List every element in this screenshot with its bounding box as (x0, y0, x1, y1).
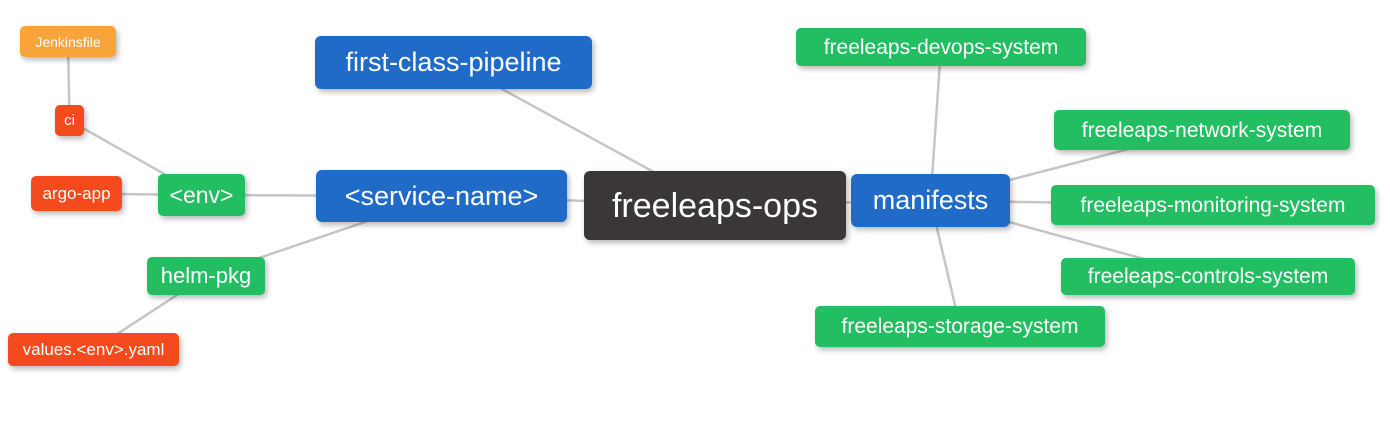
node-ci[interactable]: ci (55, 105, 84, 136)
node-service-name[interactable]: <service-name> (316, 170, 567, 222)
node-env[interactable]: <env> (158, 174, 245, 216)
node-freeleaps-devops-system[interactable]: freeleaps-devops-system (796, 28, 1086, 66)
node-first-class-pipeline[interactable]: first-class-pipeline (315, 36, 592, 89)
node-freeleaps-controls-system[interactable]: freeleaps-controls-system (1061, 258, 1355, 295)
node-jenkinsfile[interactable]: Jenkinsfile (20, 26, 116, 57)
node-manifests[interactable]: manifests (851, 174, 1010, 227)
node-freeleaps-ops-root[interactable]: freeleaps-ops (584, 171, 846, 240)
node-freeleaps-storage-system[interactable]: freeleaps-storage-system (815, 306, 1105, 347)
node-values-env-yaml[interactable]: values.<env>.yaml (8, 333, 179, 366)
node-freeleaps-network-system[interactable]: freeleaps-network-system (1054, 110, 1350, 150)
node-argo-app[interactable]: argo-app (31, 176, 122, 211)
node-freeleaps-monitoring-system[interactable]: freeleaps-monitoring-system (1051, 185, 1375, 225)
node-helm-pkg[interactable]: helm-pkg (147, 257, 265, 295)
